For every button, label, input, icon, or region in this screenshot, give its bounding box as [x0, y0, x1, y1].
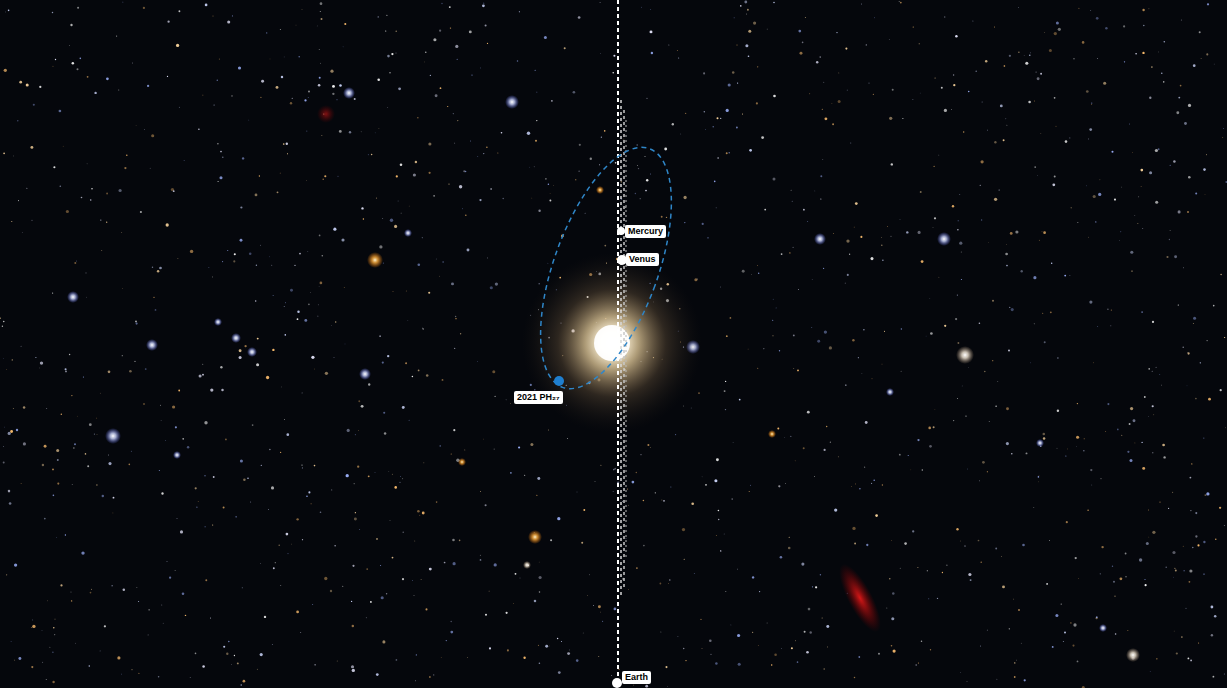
planet-label: Earth [622, 671, 651, 684]
planet-label: Venus [626, 253, 659, 266]
planet-label: 2021 PH₂₇ [514, 391, 563, 404]
planet-label: Mercury [625, 225, 666, 238]
